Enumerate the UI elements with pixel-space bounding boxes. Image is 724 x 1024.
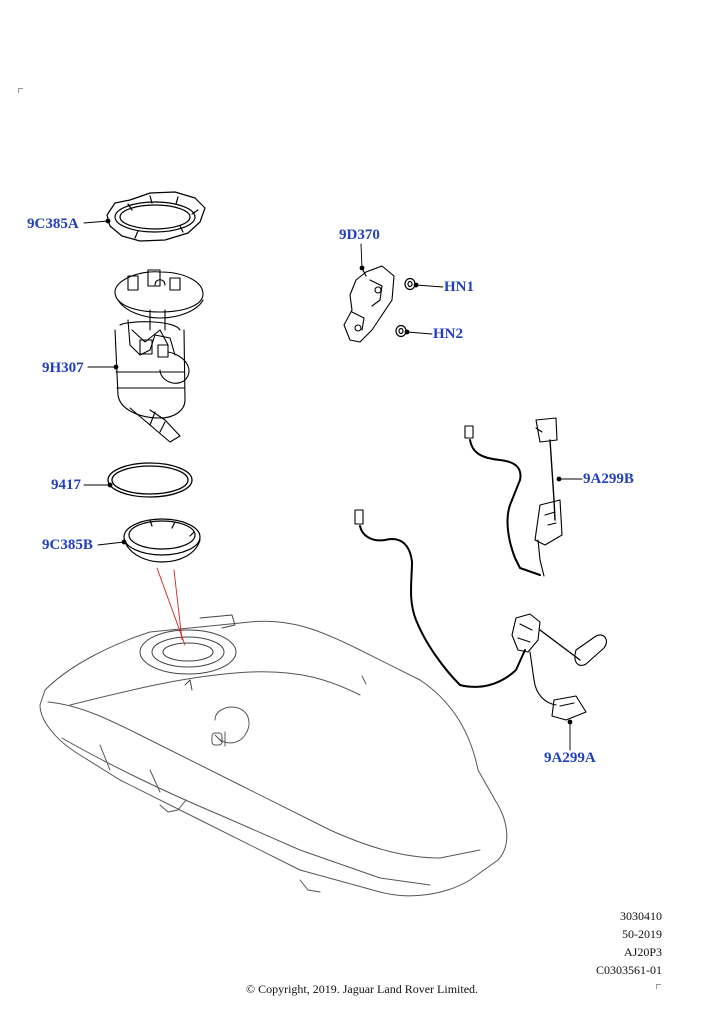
bracket — [343, 265, 395, 343]
fuel-tank — [39, 614, 508, 897]
nut-hn2 — [395, 324, 407, 338]
label-9d370[interactable]: 9D370 — [339, 227, 380, 243]
leader-dots — [105, 218, 573, 725]
label-hn2[interactable]: HN2 — [433, 326, 463, 342]
crop-mark — [18, 88, 23, 93]
label-9a299b[interactable]: 9A299B — [583, 471, 634, 487]
leader-lines — [83, 220, 583, 751]
crop-mark — [656, 984, 661, 989]
label-9h307[interactable]: 9H307 — [42, 360, 84, 376]
diagram-ref-1: 3030410 — [620, 909, 662, 923]
label-9c385a[interactable]: 9C385A — [27, 216, 79, 232]
diagram-ref-4: C0303561-01 — [596, 963, 662, 977]
label-9a299a[interactable]: 9A299A — [544, 750, 596, 766]
level-sender-a — [354, 509, 607, 721]
label-9417[interactable]: 9417 — [51, 477, 81, 493]
lock-ring-top — [106, 191, 206, 242]
seal-ring — [107, 462, 193, 498]
fuel-pump-module — [114, 269, 204, 443]
lock-ring-bottom — [123, 518, 201, 563]
label-9c385b[interactable]: 9C385B — [42, 537, 93, 553]
copyright-notice: © Copyright, 2019. Jaguar Land Rover Lim… — [245, 982, 479, 996]
alignment-lines — [156, 567, 186, 646]
nut-hn1 — [404, 277, 416, 291]
label-hn1[interactable]: HN1 — [444, 279, 474, 295]
diagram-ref-2: 50-2019 — [622, 927, 662, 941]
diagram-ref-3: AJ20P3 — [623, 945, 662, 959]
level-sender-b — [464, 417, 563, 577]
